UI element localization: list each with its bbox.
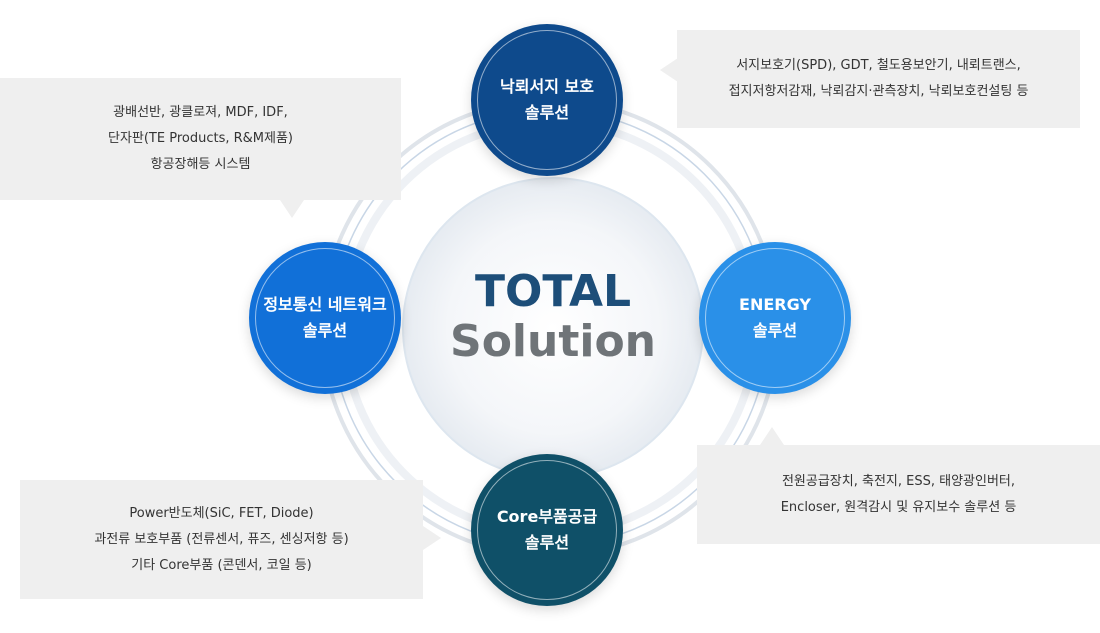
callout-energy-products: 전원공급장치, 축전지, ESS, 태양광인버터, Encloser, 원격감시… (697, 445, 1100, 544)
callout-line: 기타 Core부품 (콘덴서, 코일 등) (131, 557, 312, 573)
energy-node: ENERGY 솔루션 (699, 242, 851, 394)
callout-line: Power반도체(SiC, FET, Diode) (129, 505, 314, 521)
node-inner-ring (477, 30, 617, 170)
node-label-line1: 정보통신 네트워크 (263, 295, 387, 314)
callout-line: 항공장해등 시스템 (150, 157, 251, 172)
lightning-surge-protection-node: 낙뢰서지 보호 솔루션 (471, 24, 623, 176)
node-label-line1: 낙뢰서지 보호 (500, 77, 594, 96)
callout-pointer (760, 427, 784, 445)
node-inner-ring (255, 248, 395, 388)
callout-network-products: 광배선반, 광클로져, MDF, IDF, 단자판(TE Products, R… (0, 78, 401, 200)
node-label-line2: 솔루션 (752, 321, 798, 340)
callout-line: 접지저항저감재, 낙뢰감지·관측장치, 낙뢰보호컨설팅 등 (728, 84, 1029, 99)
node-label-line1: Core부품공급 (496, 507, 598, 526)
callout-pointer (280, 200, 304, 218)
callout-pointer (660, 58, 678, 82)
callout-line: 광배선반, 광클로져, MDF, IDF, (113, 105, 288, 120)
node-inner-ring (477, 460, 617, 600)
node-label-line2: 솔루션 (524, 533, 570, 552)
callout-core-parts: Power반도체(SiC, FET, Diode) 과전류 보호부품 (전류센서… (20, 480, 423, 599)
node-label-line2: 솔루션 (524, 103, 570, 122)
callout-line: 단자판(TE Products, R&M제품) (107, 131, 293, 146)
node-inner-ring (705, 248, 845, 388)
callout-surge-products: 서지보호기(SPD), GDT, 철도용보안기, 내뢰트랜스, 접지저항저감재,… (677, 30, 1080, 128)
callout-line: 서지보호기(SPD), GDT, 철도용보안기, 내뢰트랜스, (736, 58, 1021, 73)
telecom-network-node: 정보통신 네트워크 솔루션 (249, 242, 401, 394)
callout-line: Encloser, 원격감시 및 유지보수 솔루션 등 (780, 499, 1017, 515)
callout-line: 과전류 보호부품 (전류센서, 퓨즈, 센싱저항 등) (94, 531, 349, 547)
callout-pointer (423, 526, 441, 550)
core-parts-supply-node: Core부품공급 솔루션 (471, 454, 623, 606)
center-title-line1: TOTAL (474, 266, 632, 317)
center-title-line2: Solution (450, 316, 656, 367)
node-label-line1: ENERGY (739, 295, 811, 314)
total-solution-center: TOTAL Solution (403, 178, 703, 478)
node-label-line2: 솔루션 (302, 321, 348, 340)
callout-line: 전원공급장치, 축전지, ESS, 태양광인버터, (781, 473, 1016, 489)
